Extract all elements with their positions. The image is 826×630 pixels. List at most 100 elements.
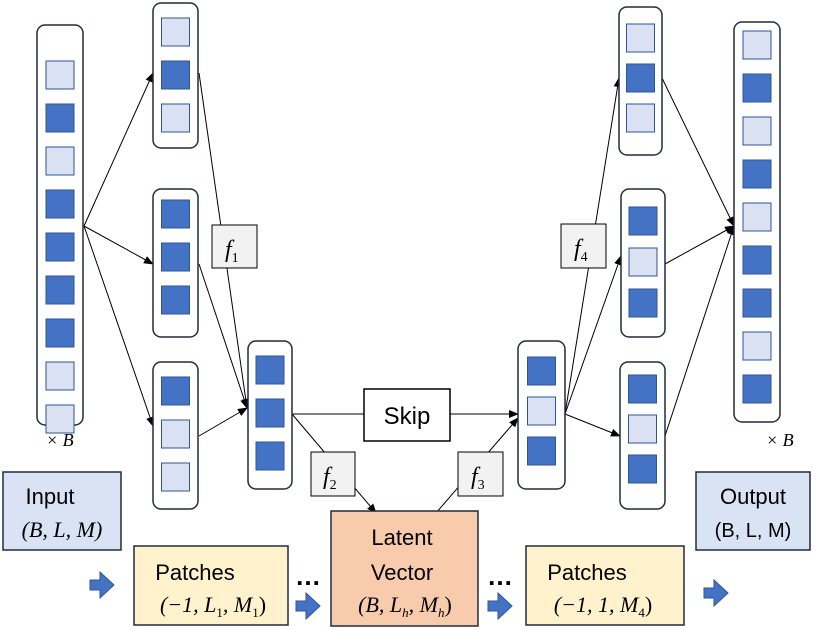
cell-dark [628, 374, 657, 404]
cell-light [45, 146, 75, 176]
enc-top-column [152, 2, 199, 149]
edge-input-to-enc-top [83, 72, 154, 227]
input-batch-label: × B [46, 430, 74, 450]
cell-dark [628, 454, 657, 484]
cell-light [527, 396, 556, 426]
patches-in-shape-pre: (−1, L [160, 592, 216, 617]
f1-label: f [225, 237, 235, 263]
connections [83, 72, 735, 514]
cell-dark [527, 436, 556, 466]
svg-text:f4: f4 [574, 236, 588, 265]
cell-light [628, 414, 657, 444]
right-arrow-icon [703, 578, 729, 608]
cell-dark [161, 60, 190, 90]
cell-light [161, 17, 190, 47]
svg-text:(−1, 1, M4): (−1, 1, M4) [554, 592, 652, 620]
skip-box: Skip [363, 388, 451, 442]
patches-in-shape-mid: , M [223, 592, 254, 617]
cell-light [161, 419, 190, 449]
cell-dark [161, 376, 190, 406]
cell-light [161, 462, 190, 492]
cell-light [626, 23, 655, 53]
f2-subscript: 2 [330, 478, 337, 493]
cell-dark [45, 189, 75, 219]
cell-dark [255, 398, 285, 428]
enc-bot-column [152, 361, 199, 510]
patches-in-sub1: 1 [216, 605, 223, 620]
cell-light [161, 103, 190, 133]
cell-light [742, 202, 772, 232]
cell-dark [742, 374, 772, 404]
cell-light [45, 361, 75, 391]
cell-dark [161, 242, 190, 272]
cell-light [45, 404, 75, 434]
cell-dark [626, 63, 655, 93]
enc-mid-column [152, 188, 199, 338]
cell-dark [45, 103, 75, 133]
edge-dec-bot-to-output [664, 225, 735, 437]
svg-text:(−1, L1, M1): (−1, L1, M1) [160, 592, 266, 620]
cell-dark [45, 232, 75, 262]
patches-in-title: Patches [155, 560, 235, 585]
f3-subscript: 3 [478, 478, 485, 493]
dec-top-column [618, 6, 663, 156]
cell-dark [742, 73, 772, 103]
edge-split-to-dec-bot [564, 413, 621, 437]
dec-split-column [517, 340, 566, 490]
output-title: Output [720, 484, 786, 509]
cell-dark [527, 356, 556, 386]
svg-text:(B, Lh, Mh): (B, Lh, Mh) [358, 592, 452, 620]
cell-light [45, 60, 75, 90]
ellipsis-right: … [487, 561, 513, 591]
dec-mid-column [620, 188, 666, 338]
cell-dark [161, 285, 190, 315]
f2-label: f [323, 464, 333, 490]
output-box: Output (B, L, M) [695, 471, 811, 551]
function-f4-box: f4 [560, 223, 607, 269]
f4-label: f [574, 236, 584, 262]
latent-vector-box: Latent Vector (B, Lh, Mh) [330, 510, 479, 627]
cell-light [628, 247, 658, 277]
latent-sub1: h [402, 605, 409, 620]
patches-in-shape-post: ) [259, 592, 266, 617]
cell-dark [255, 355, 285, 385]
cell-light [742, 331, 772, 361]
latent-title-2: Vector [371, 560, 433, 585]
right-arrow-icon [295, 591, 321, 621]
cell-light [742, 30, 772, 60]
cell-dark [742, 245, 772, 275]
edge-dec-mid-to-output [664, 225, 735, 265]
cell-dark [45, 275, 75, 305]
edge-dec-top-to-output [661, 77, 735, 227]
cell-dark [742, 159, 772, 189]
output-stack-column [733, 21, 781, 423]
svg-text:f1: f1 [225, 237, 239, 266]
edge-enc-mid-to-merge [198, 263, 248, 409]
cell-dark [742, 288, 772, 318]
svg-text:f2: f2 [323, 464, 337, 493]
output-batch-label: × B [766, 430, 794, 450]
input-box: Input (B, L, M) [2, 471, 122, 551]
cell-dark [45, 318, 75, 348]
input-shape: (B, L, M) [22, 517, 103, 542]
patches-out-sub: 4 [638, 605, 645, 620]
cell-dark [628, 206, 658, 236]
function-f1-box: f1 [211, 224, 258, 269]
f1-subscript: 1 [232, 251, 239, 266]
cell-light [742, 116, 772, 146]
latent-title-1: Latent [371, 525, 432, 550]
patches-out-title: Patches [547, 560, 627, 585]
patches-out-shape-pre: (−1, 1, M [554, 592, 640, 617]
cell-dark [628, 288, 658, 318]
cell-dark [255, 441, 285, 471]
patches-in-box: Patches (−1, L1, M1) [133, 545, 289, 626]
function-f2-box: f2 [310, 451, 356, 497]
edge-input-to-enc-bot [83, 225, 154, 427]
input-title: Input [26, 484, 75, 509]
edge-enc-bot-to-merge [198, 407, 248, 437]
f4-subscript: 4 [581, 250, 588, 265]
input-stack-column [36, 24, 84, 434]
function-f3-box: f3 [457, 451, 504, 497]
